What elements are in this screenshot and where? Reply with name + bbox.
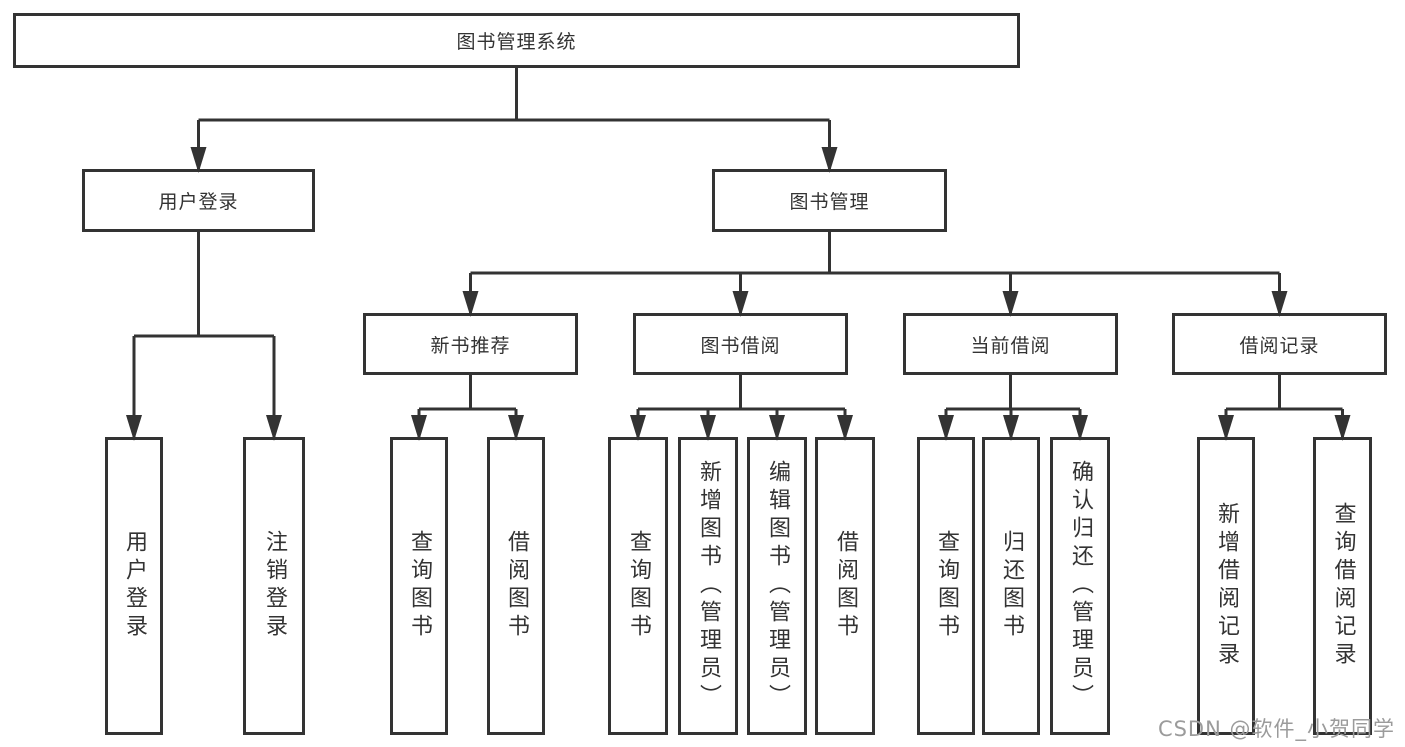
node-borrowing-records: 借阅记录 <box>1172 313 1387 375</box>
node-book-borrowing: 图书借阅 <box>633 313 848 375</box>
leaf-confirm-return-admin: 确认归还（管理员） <box>1050 437 1110 735</box>
leaf-label: 借阅图书 <box>833 530 858 642</box>
leaf-query-borrow-record: 查询借阅记录 <box>1313 437 1372 735</box>
watermark: CSDN @软件_小贺同学 <box>1157 717 1395 741</box>
connector-edges <box>132 68 1344 437</box>
leaf-borrow-books-recommend: 借阅图书 <box>487 437 545 735</box>
node-book-management: 图书管理 <box>712 169 947 232</box>
leaf-add-borrow-record: 新增借阅记录 <box>1197 437 1255 735</box>
node-label: 借阅记录 <box>1239 334 1320 357</box>
leaf-return-books: 归还图书 <box>982 437 1040 735</box>
node-label: 图书借阅 <box>700 334 781 357</box>
leaf-label: 查询图书 <box>626 530 651 642</box>
node-library-system: 图书管理系统 <box>13 13 1020 68</box>
node-user-login: 用户登录 <box>82 169 315 232</box>
leaf-user-login: 用户登录 <box>105 437 163 735</box>
leaf-label: 新增图书（管理员） <box>696 460 721 712</box>
leaf-label: 新增借阅记录 <box>1214 502 1239 670</box>
leaf-label: 查询图书 <box>407 530 432 642</box>
node-label: 图书管理 <box>789 191 870 213</box>
node-label: 新书推荐 <box>430 334 511 357</box>
leaf-add-book-admin: 新增图书（管理员） <box>678 437 738 735</box>
node-label: 图书管理系统 <box>456 31 577 53</box>
leaf-logout: 注销登录 <box>243 437 305 735</box>
leaf-label: 归还图书 <box>999 530 1024 642</box>
node-label: 当前借阅 <box>970 334 1051 357</box>
leaf-label: 借阅图书 <box>504 530 529 642</box>
leaf-label: 用户登录 <box>122 530 147 642</box>
leaf-label: 编辑图书（管理员） <box>765 460 790 712</box>
leaf-query-books-borrow: 查询图书 <box>608 437 668 735</box>
leaf-label: 查询借阅记录 <box>1330 502 1356 670</box>
leaf-query-books-recommend: 查询图书 <box>390 437 448 735</box>
leaf-borrow-books-borrow: 借阅图书 <box>815 437 875 735</box>
leaf-label: 注销登录 <box>262 530 287 642</box>
leaf-label: 确认归还（管理员） <box>1068 460 1093 712</box>
leaf-query-books-current: 查询图书 <box>917 437 975 735</box>
node-new-book-recommendation: 新书推荐 <box>363 313 578 375</box>
leaf-label: 查询图书 <box>934 530 959 642</box>
node-current-borrowing: 当前借阅 <box>903 313 1118 375</box>
node-label: 用户登录 <box>158 191 239 213</box>
leaf-edit-book-admin: 编辑图书（管理员） <box>747 437 807 735</box>
